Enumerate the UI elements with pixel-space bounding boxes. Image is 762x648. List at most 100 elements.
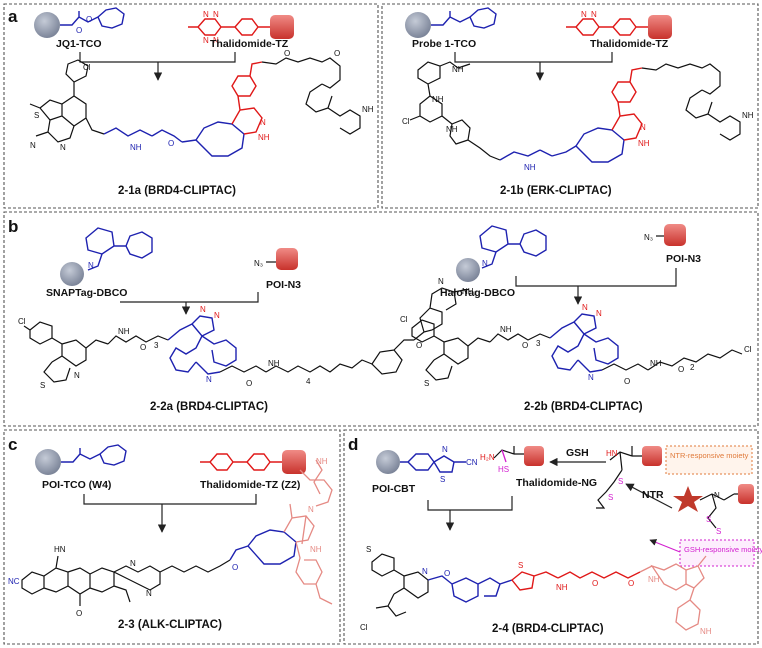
reagent-poi-n3-label: POI-N3 [666, 253, 701, 265]
nitrogen-atom: N [438, 277, 444, 286]
chlorine-atom: Cl [18, 317, 26, 326]
dbco-group [479, 225, 547, 269]
merge-line [427, 496, 513, 511]
panel-d-border [343, 429, 759, 645]
ntr-label: NTR [642, 489, 664, 501]
thiol-group: HS [498, 465, 509, 474]
amine-atom: NH [118, 327, 130, 336]
cysteine-fragment [493, 446, 524, 459]
amine-atom: NH [650, 359, 662, 368]
nitrogen-atom: N [74, 371, 80, 380]
nitrogen-atom: N [203, 10, 209, 19]
reagent-probe1-tco-label: Probe 1-TCO [412, 38, 476, 50]
panel-letter-a: a [8, 7, 18, 26]
azide-atom: N₃ [254, 259, 263, 268]
nitrogen-atom: N [130, 559, 136, 568]
subscript-3: 3 [154, 341, 159, 350]
gsh-note-pointer [649, 539, 681, 553]
amine-atom: NH [648, 575, 660, 584]
reagent-poi-cbt-label: POI-CBT [372, 483, 416, 495]
peg-linker [219, 359, 373, 373]
nitrogen-atom: N [714, 491, 720, 500]
panel-b-border [3, 211, 759, 427]
triazole-dbco-fused [167, 315, 237, 375]
amine-atom: NH [362, 105, 374, 114]
chlorine-atom: Cl [400, 315, 408, 324]
subscript-3: 3 [536, 339, 541, 348]
amine-atom: NH [452, 65, 464, 74]
ester-linker [60, 11, 99, 26]
panel-a-left: O O JQ1-TCO N N N N Thalidomide-TZ Cl S … [29, 7, 374, 197]
product-2-3-label: 2-3 (ALK-CLIPTAC) [118, 619, 222, 631]
thiazole-peg-linker [511, 571, 641, 591]
panel-letter-d: d [348, 435, 358, 454]
chlorine-atom: Cl [360, 623, 368, 632]
oxygen-atom: O [624, 377, 630, 386]
thiol-bond [501, 449, 507, 463]
dihydropyridazine-phenyl [611, 67, 643, 141]
merge-line [454, 52, 613, 63]
protein-ball-icon [376, 450, 400, 474]
erk-probe-core [409, 61, 501, 161]
amine-atom: NH [130, 143, 142, 152]
amine-atom: NH [258, 133, 270, 142]
oxygen-atom: O [284, 49, 290, 58]
sulfur-atom: S [40, 381, 45, 390]
tetrazine-phenyl [566, 18, 648, 36]
cyclooctene-ring [229, 529, 297, 565]
tetrazine-phenyl [200, 453, 282, 471]
thalidomide-core [641, 63, 741, 141]
nitrogen-atom: N [213, 36, 219, 45]
nitrogen-atom: N [88, 261, 94, 270]
amine-atom: NH [432, 95, 444, 104]
merge-line [83, 494, 257, 505]
nitrogen-atom: N [640, 123, 646, 132]
protein-ball-icon [60, 262, 84, 286]
nitrogen-atom: N [200, 305, 206, 314]
tetrazine-phenyl [188, 18, 270, 36]
amine-atom: NH [268, 359, 280, 368]
reagent-thalidomide-tz-label: Thalidomide-TZ (Z2) [200, 479, 300, 491]
reagent-halotag-dbco-label: HaloTag-DBCO [440, 287, 515, 299]
sulfur-atom: S [440, 475, 445, 484]
panel-d: N S CN POI-CBT H₂N HS Thalidomide-NG GSH… [360, 445, 762, 636]
alectinib-core [21, 555, 231, 606]
oxygen-atom: O [168, 139, 174, 148]
merge-line [79, 52, 236, 63]
sulfur-atom: S [716, 527, 721, 536]
cyclooctene-ring [575, 127, 625, 163]
ntr-note-box [665, 445, 753, 475]
poi-box-icon [738, 484, 754, 504]
thalidomide-pink-fragment [283, 459, 333, 605]
thalidomide-box-icon [648, 15, 672, 39]
nitrogen-atom: N [422, 567, 428, 576]
gsh-note-label: GSH-responsive moiety [684, 545, 762, 554]
ntr-trigger-star-icon [673, 486, 703, 512]
amine-atom: NH [446, 125, 458, 134]
sulfur-atom: S [366, 545, 371, 554]
sulfur-atom: S [424, 379, 429, 388]
reagent-thalidomide-ng-label: Thalidomide-NG [516, 477, 597, 489]
nitrogen-atom: N [206, 375, 212, 384]
oxygen-atom: O [522, 341, 528, 350]
oxygen-atom: O [76, 26, 82, 35]
oxygen-atom: O [246, 379, 252, 388]
oxygen-atom: O [86, 15, 92, 24]
reagent-poi-n3-label: POI-N3 [266, 279, 301, 291]
cyano-group: CN [466, 458, 478, 467]
product-2-2a-label: 2-2a (BRD4-CLIPTAC) [150, 401, 268, 413]
merge-line [120, 292, 259, 303]
dihydropyridazine-phenyl [231, 61, 263, 135]
ester-linker [431, 11, 471, 26]
cyano-group: NC [8, 577, 20, 586]
protected-cysteine [596, 446, 642, 509]
oxygen-atom: O [232, 563, 238, 572]
oxygen-atom: O [628, 579, 634, 588]
subscript-4: 4 [306, 377, 311, 386]
panel-c: POI-TCO (W4) Thalidomide-TZ (Z2) NC HN O… [8, 444, 333, 631]
oxygen-atom: O [592, 579, 598, 588]
amine-atom: NH [524, 163, 536, 172]
product-2-4-label: 2-4 (BRD4-CLIPTAC) [492, 623, 604, 635]
amine-atom: NH [556, 583, 568, 592]
sulfur-atom: S [608, 493, 613, 502]
